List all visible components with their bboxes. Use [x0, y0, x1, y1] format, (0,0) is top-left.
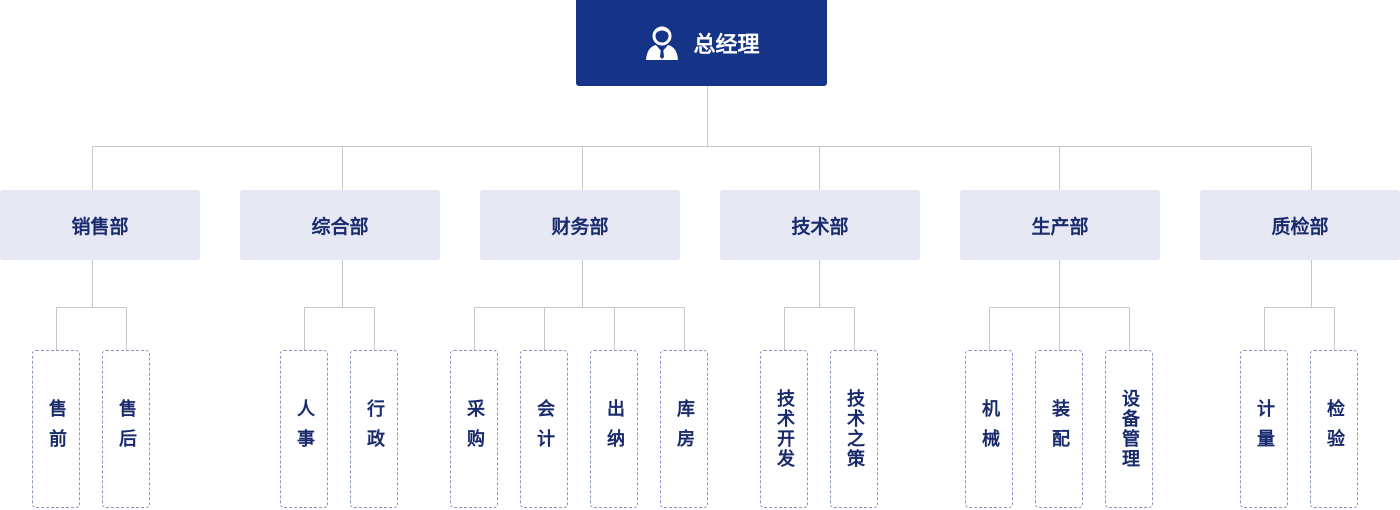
department-label: 质检部: [1271, 215, 1329, 238]
sub-unit-box[interactable]: 技术开发: [760, 350, 808, 508]
department-box[interactable]: 质检部: [1200, 190, 1400, 260]
department-label: 销售部: [71, 215, 129, 238]
sub-unit-label: 售后: [116, 399, 137, 459]
sub-unit-label: 人事: [294, 399, 315, 459]
sub-unit-label: 采购: [464, 399, 485, 459]
sub-unit-box[interactable]: 出纳: [590, 350, 638, 508]
department-box[interactable]: 财务部: [480, 190, 680, 260]
department-label: 综合部: [311, 215, 369, 238]
department-label: 技术部: [791, 215, 849, 238]
sub-unit-box[interactable]: 检验: [1310, 350, 1358, 508]
sub-unit-box[interactable]: 库房: [660, 350, 708, 508]
sub-unit-box[interactable]: 技术之策: [830, 350, 878, 508]
sub-unit-box[interactable]: 行政: [350, 350, 398, 508]
sub-unit-label: 售前: [46, 399, 67, 459]
sub-unit-box[interactable]: 售前: [32, 350, 80, 508]
sub-unit-box[interactable]: 售后: [102, 350, 150, 508]
sub-unit-box[interactable]: 设备管理: [1105, 350, 1153, 508]
sub-unit-label: 库房: [674, 399, 695, 459]
department-box[interactable]: 综合部: [240, 190, 440, 260]
sub-unit-label: 出纳: [604, 399, 625, 459]
general-manager-box[interactable]: 总经理: [576, 0, 827, 86]
department-label: 生产部: [1031, 215, 1089, 238]
general-manager-title: 总经理: [693, 33, 760, 58]
sub-unit-box[interactable]: 机械: [965, 350, 1013, 508]
sub-unit-box[interactable]: 装配: [1035, 350, 1083, 508]
department-box[interactable]: 生产部: [960, 190, 1160, 260]
department-box[interactable]: 销售部: [0, 190, 200, 260]
sub-unit-box[interactable]: 计量: [1240, 350, 1288, 508]
sub-unit-label: 检验: [1324, 399, 1345, 459]
sub-unit-label: 行政: [364, 399, 385, 459]
department-label: 财务部: [551, 215, 609, 238]
manager-icon: [646, 26, 679, 60]
sub-unit-box[interactable]: 采购: [450, 350, 498, 508]
sub-unit-label: 技术开发: [774, 389, 795, 469]
sub-unit-label: 设备管理: [1119, 389, 1140, 469]
sub-unit-label: 装配: [1049, 399, 1070, 459]
sub-unit-label: 计量: [1254, 399, 1275, 459]
sub-unit-label: 技术之策: [844, 389, 865, 469]
sub-unit-box[interactable]: 会计: [520, 350, 568, 508]
sub-unit-box[interactable]: 人事: [280, 350, 328, 508]
department-box[interactable]: 技术部: [720, 190, 920, 260]
sub-unit-label: 机械: [979, 399, 1000, 459]
sub-unit-label: 会计: [534, 399, 555, 459]
